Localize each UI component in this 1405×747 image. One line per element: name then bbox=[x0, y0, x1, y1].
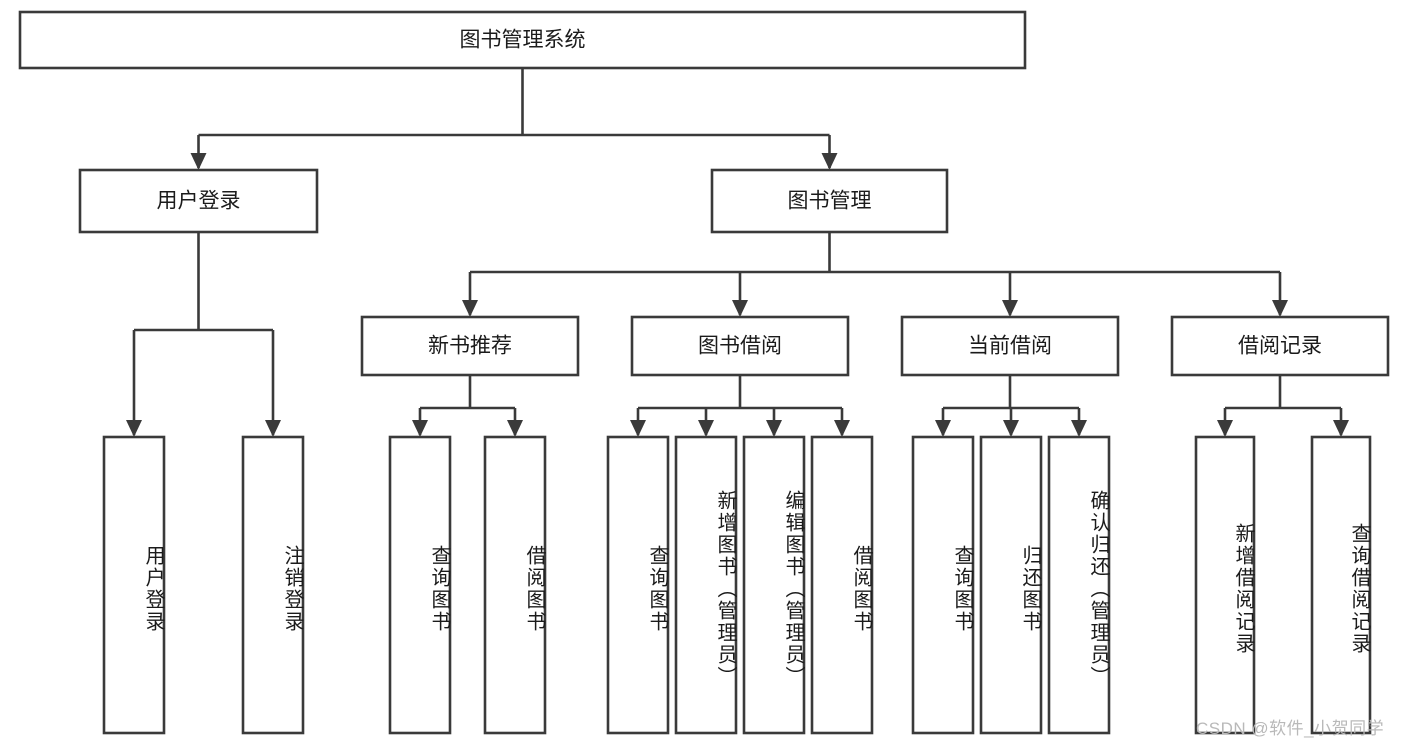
level3-node-当前借阅-2-box[interactable] bbox=[900, 315, 1120, 377]
level2-node-图书管理-1-label: 图书管理 bbox=[788, 190, 872, 213]
leaf-node-新增借阅记录-11-box[interactable] bbox=[1194, 435, 1256, 735]
arrow-head-icon bbox=[126, 420, 142, 437]
leaf-node-查询图书-4-box[interactable] bbox=[606, 435, 670, 735]
arrow-head-icon bbox=[834, 420, 850, 437]
level2-node-图书管理-1-box[interactable] bbox=[710, 168, 949, 234]
arrow-head-icon bbox=[732, 300, 748, 317]
arrow-head-icon bbox=[1003, 420, 1019, 437]
leaf-node-查询借阅记录-12-box[interactable] bbox=[1310, 435, 1372, 735]
arrow-head-icon bbox=[1272, 300, 1288, 317]
root-node-box[interactable] bbox=[18, 10, 1027, 70]
arrow-head-icon bbox=[1217, 420, 1233, 437]
root-node-label: 图书管理系统 bbox=[460, 29, 586, 52]
node-boxes bbox=[18, 10, 1390, 735]
watermark-text: CSDN @软件_小贺同学 bbox=[1196, 719, 1385, 738]
arrow-head-icon bbox=[507, 420, 523, 437]
level3-node-当前借阅-2-label: 当前借阅 bbox=[968, 335, 1052, 358]
leaf-node-借阅图书-3-box[interactable] bbox=[483, 435, 547, 735]
level2-node-用户登录-0-label: 用户登录 bbox=[157, 190, 241, 213]
leaf-node-用户登录-0-box[interactable] bbox=[102, 435, 166, 735]
leaf-node-确认归还管理员-10-box[interactable] bbox=[1047, 435, 1111, 735]
connector-lines bbox=[126, 68, 1349, 437]
arrow-head-icon bbox=[1002, 300, 1018, 317]
arrow-head-icon bbox=[698, 420, 714, 437]
arrow-head-icon bbox=[190, 153, 207, 170]
level3-node-借阅记录-3-box[interactable] bbox=[1170, 315, 1390, 377]
level3-node-图书借阅-1-box[interactable] bbox=[630, 315, 850, 377]
arrow-head-icon bbox=[935, 420, 951, 437]
leaf-node-归还图书-9-box[interactable] bbox=[979, 435, 1043, 735]
arrow-head-icon bbox=[1071, 420, 1087, 437]
leaf-node-查询图书-2-box[interactable] bbox=[388, 435, 452, 735]
arrow-head-icon bbox=[412, 420, 428, 437]
arrow-head-icon bbox=[766, 420, 782, 437]
arrow-head-icon bbox=[630, 420, 646, 437]
leaf-node-编辑图书管理员-6-box[interactable] bbox=[742, 435, 806, 735]
leaf-node-借阅图书-7-box[interactable] bbox=[810, 435, 874, 735]
arrow-head-icon bbox=[462, 300, 478, 317]
level2-node-用户登录-0-box[interactable] bbox=[78, 168, 319, 234]
level3-node-新书推荐-0-box[interactable] bbox=[360, 315, 580, 377]
leaf-node-新增图书管理员-5-box[interactable] bbox=[674, 435, 738, 735]
level3-node-借阅记录-3-label: 借阅记录 bbox=[1238, 335, 1322, 358]
level3-node-图书借阅-1-label: 图书借阅 bbox=[698, 335, 782, 358]
arrow-head-icon bbox=[1333, 420, 1349, 437]
arrow-head-icon bbox=[265, 420, 281, 437]
arrow-head-icon bbox=[821, 153, 838, 170]
leaf-node-注销登录-1-box[interactable] bbox=[241, 435, 305, 735]
leaf-node-查询图书-8-box[interactable] bbox=[911, 435, 975, 735]
level3-node-新书推荐-0-label: 新书推荐 bbox=[428, 335, 512, 358]
